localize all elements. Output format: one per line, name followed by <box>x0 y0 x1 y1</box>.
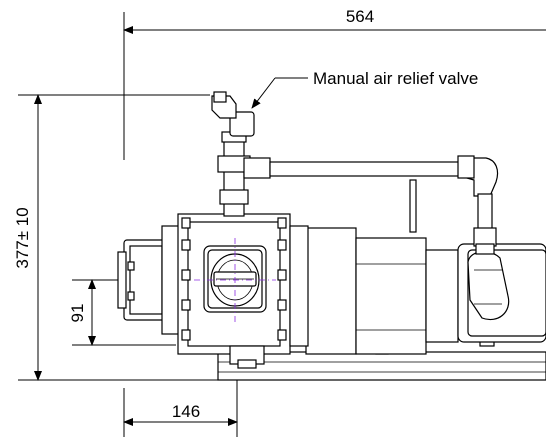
dimension-inlet-height-label: 91 <box>68 304 87 323</box>
pump-casing <box>117 213 309 369</box>
dimension-overall-length: 564 <box>123 7 546 160</box>
dimension-inlet-offset: 146 <box>123 360 238 437</box>
casing-bolts <box>127 217 287 341</box>
callout-relief-valve-label: Manual air relief valve <box>313 69 478 88</box>
motor-bracket <box>305 179 459 355</box>
relief-piping <box>211 91 499 255</box>
dimension-overall-height-label: 377± 10 <box>13 207 32 268</box>
dimension-overall-length-label: 564 <box>346 7 374 26</box>
dimension-overall-height: 377± 10 <box>13 94 230 381</box>
dimension-inlet-height: 91 <box>68 279 176 346</box>
motor-body <box>457 243 546 343</box>
callout-relief-valve: Manual air relief valve <box>251 69 478 109</box>
dimension-inlet-offset-label: 146 <box>172 402 200 421</box>
